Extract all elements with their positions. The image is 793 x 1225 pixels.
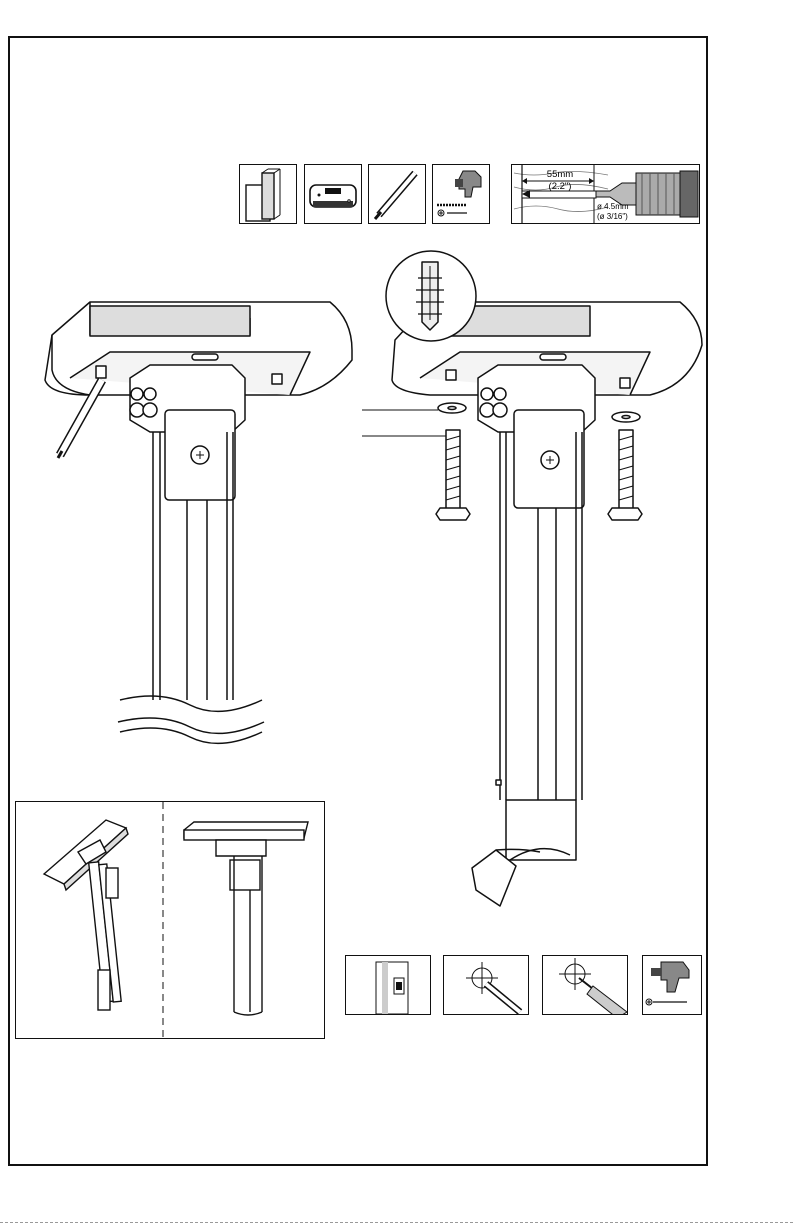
drill-icon: [642, 955, 702, 1015]
drill-hole-icon: [542, 955, 628, 1015]
mounting-options-inset: [15, 801, 325, 1039]
page-trim-line: [0, 1222, 793, 1223]
anchor-detail-callout: [386, 251, 476, 341]
left-lag-bolt: [436, 403, 470, 520]
right-bracket: [478, 365, 595, 508]
vertical-mount: [184, 822, 308, 1015]
stud-finder-step-icon: [345, 955, 431, 1015]
right-lag-bolt: [608, 412, 642, 520]
mark-hole-icon: [443, 955, 529, 1015]
angled-mount: [44, 820, 128, 1010]
